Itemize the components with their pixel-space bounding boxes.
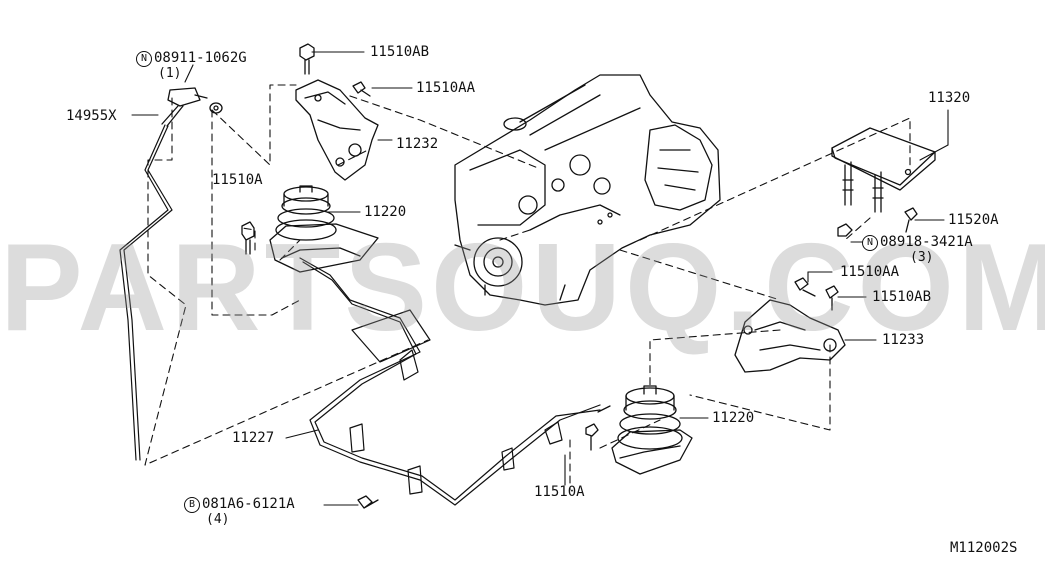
part-number: 08911-1062G	[154, 50, 247, 66]
n-circle-icon: N	[862, 235, 878, 251]
label-11232[interactable]: 11232	[396, 136, 439, 152]
label-11320[interactable]: 11320	[928, 90, 971, 106]
bolts	[242, 44, 917, 508]
harness-11227	[300, 258, 600, 505]
sensor-14955X	[162, 88, 222, 126]
label-11510A-left[interactable]: 11510A	[212, 172, 263, 188]
label-14955X[interactable]: 14955X	[66, 108, 117, 124]
insulator-11220-lower	[598, 386, 692, 474]
label-11510AA-top[interactable]: 11510AA	[416, 80, 476, 96]
n-circle-icon: N	[136, 51, 152, 67]
diagram-code: M112002S	[950, 540, 1018, 556]
bracket-11232	[296, 80, 378, 180]
label-11510A-bottom[interactable]: 11510A	[534, 484, 585, 500]
label-11227[interactable]: 11227	[232, 430, 275, 446]
insulator-11220-upper	[270, 186, 378, 272]
label-11520A[interactable]: 11520A	[948, 212, 999, 228]
part-number: 08918-3421A	[880, 234, 973, 250]
label-11510AB-top[interactable]: 11510AB	[370, 44, 430, 60]
qty-08918-3421A: (3)	[910, 250, 934, 265]
plate-11320	[832, 128, 935, 212]
leader-lines	[132, 52, 948, 505]
label-11220-bottom[interactable]: 11220	[712, 410, 755, 426]
qty-081A6-6121A: (4)	[206, 512, 230, 527]
part-number: 081A6-6121A	[202, 496, 295, 512]
b-circle-icon: B	[184, 497, 200, 513]
bracket-11233	[735, 300, 845, 372]
qty-08911-1062G: (1)	[158, 66, 182, 81]
label-11220-top[interactable]: 11220	[364, 204, 407, 220]
wire-harness-left	[120, 125, 172, 460]
label-11233[interactable]: 11233	[882, 332, 925, 348]
engine-block	[455, 75, 720, 305]
label-11510AB-right[interactable]: 11510AB	[872, 289, 932, 305]
label-11510AA-right[interactable]: 11510AA	[840, 264, 900, 280]
dashed-guide-lines	[145, 85, 910, 490]
